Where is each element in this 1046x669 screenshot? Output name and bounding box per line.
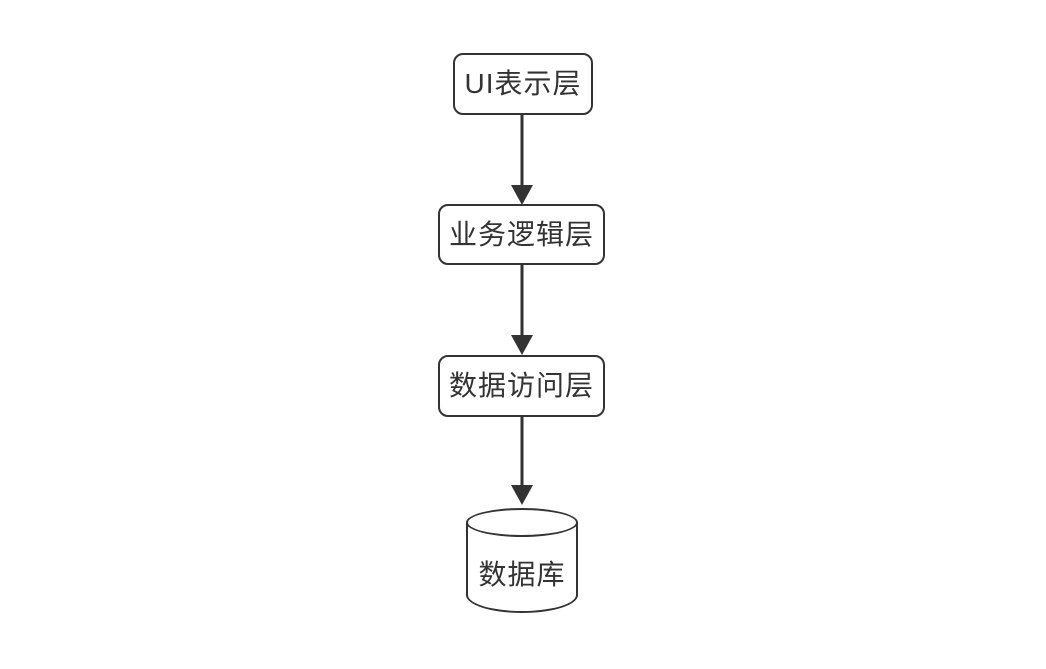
node-data-access-layer-label: 数据访问层 [448,370,594,401]
node-data-access-layer: 数据访问层 [438,355,605,417]
arrowhead-icon [511,185,533,205]
node-database: 数据库 [466,508,578,613]
node-database-label: 数据库 [478,559,566,590]
database-cylinder-top-ellipse [466,508,578,537]
node-business-logic-layer: 业务逻辑层 [438,204,605,265]
arrow-business-to-data-access [511,265,533,355]
node-business-logic-layer-label: 业务逻辑层 [448,218,594,250]
arrowhead-icon [511,485,533,505]
node-ui-layer-label: UI表示层 [464,68,582,99]
arrow-ui-to-business [511,115,533,205]
arrow-data-access-to-database [511,417,533,505]
database-cylinder-body [466,522,578,613]
node-ui-layer: UI表示层 [453,53,593,115]
arrowhead-icon [511,335,533,355]
